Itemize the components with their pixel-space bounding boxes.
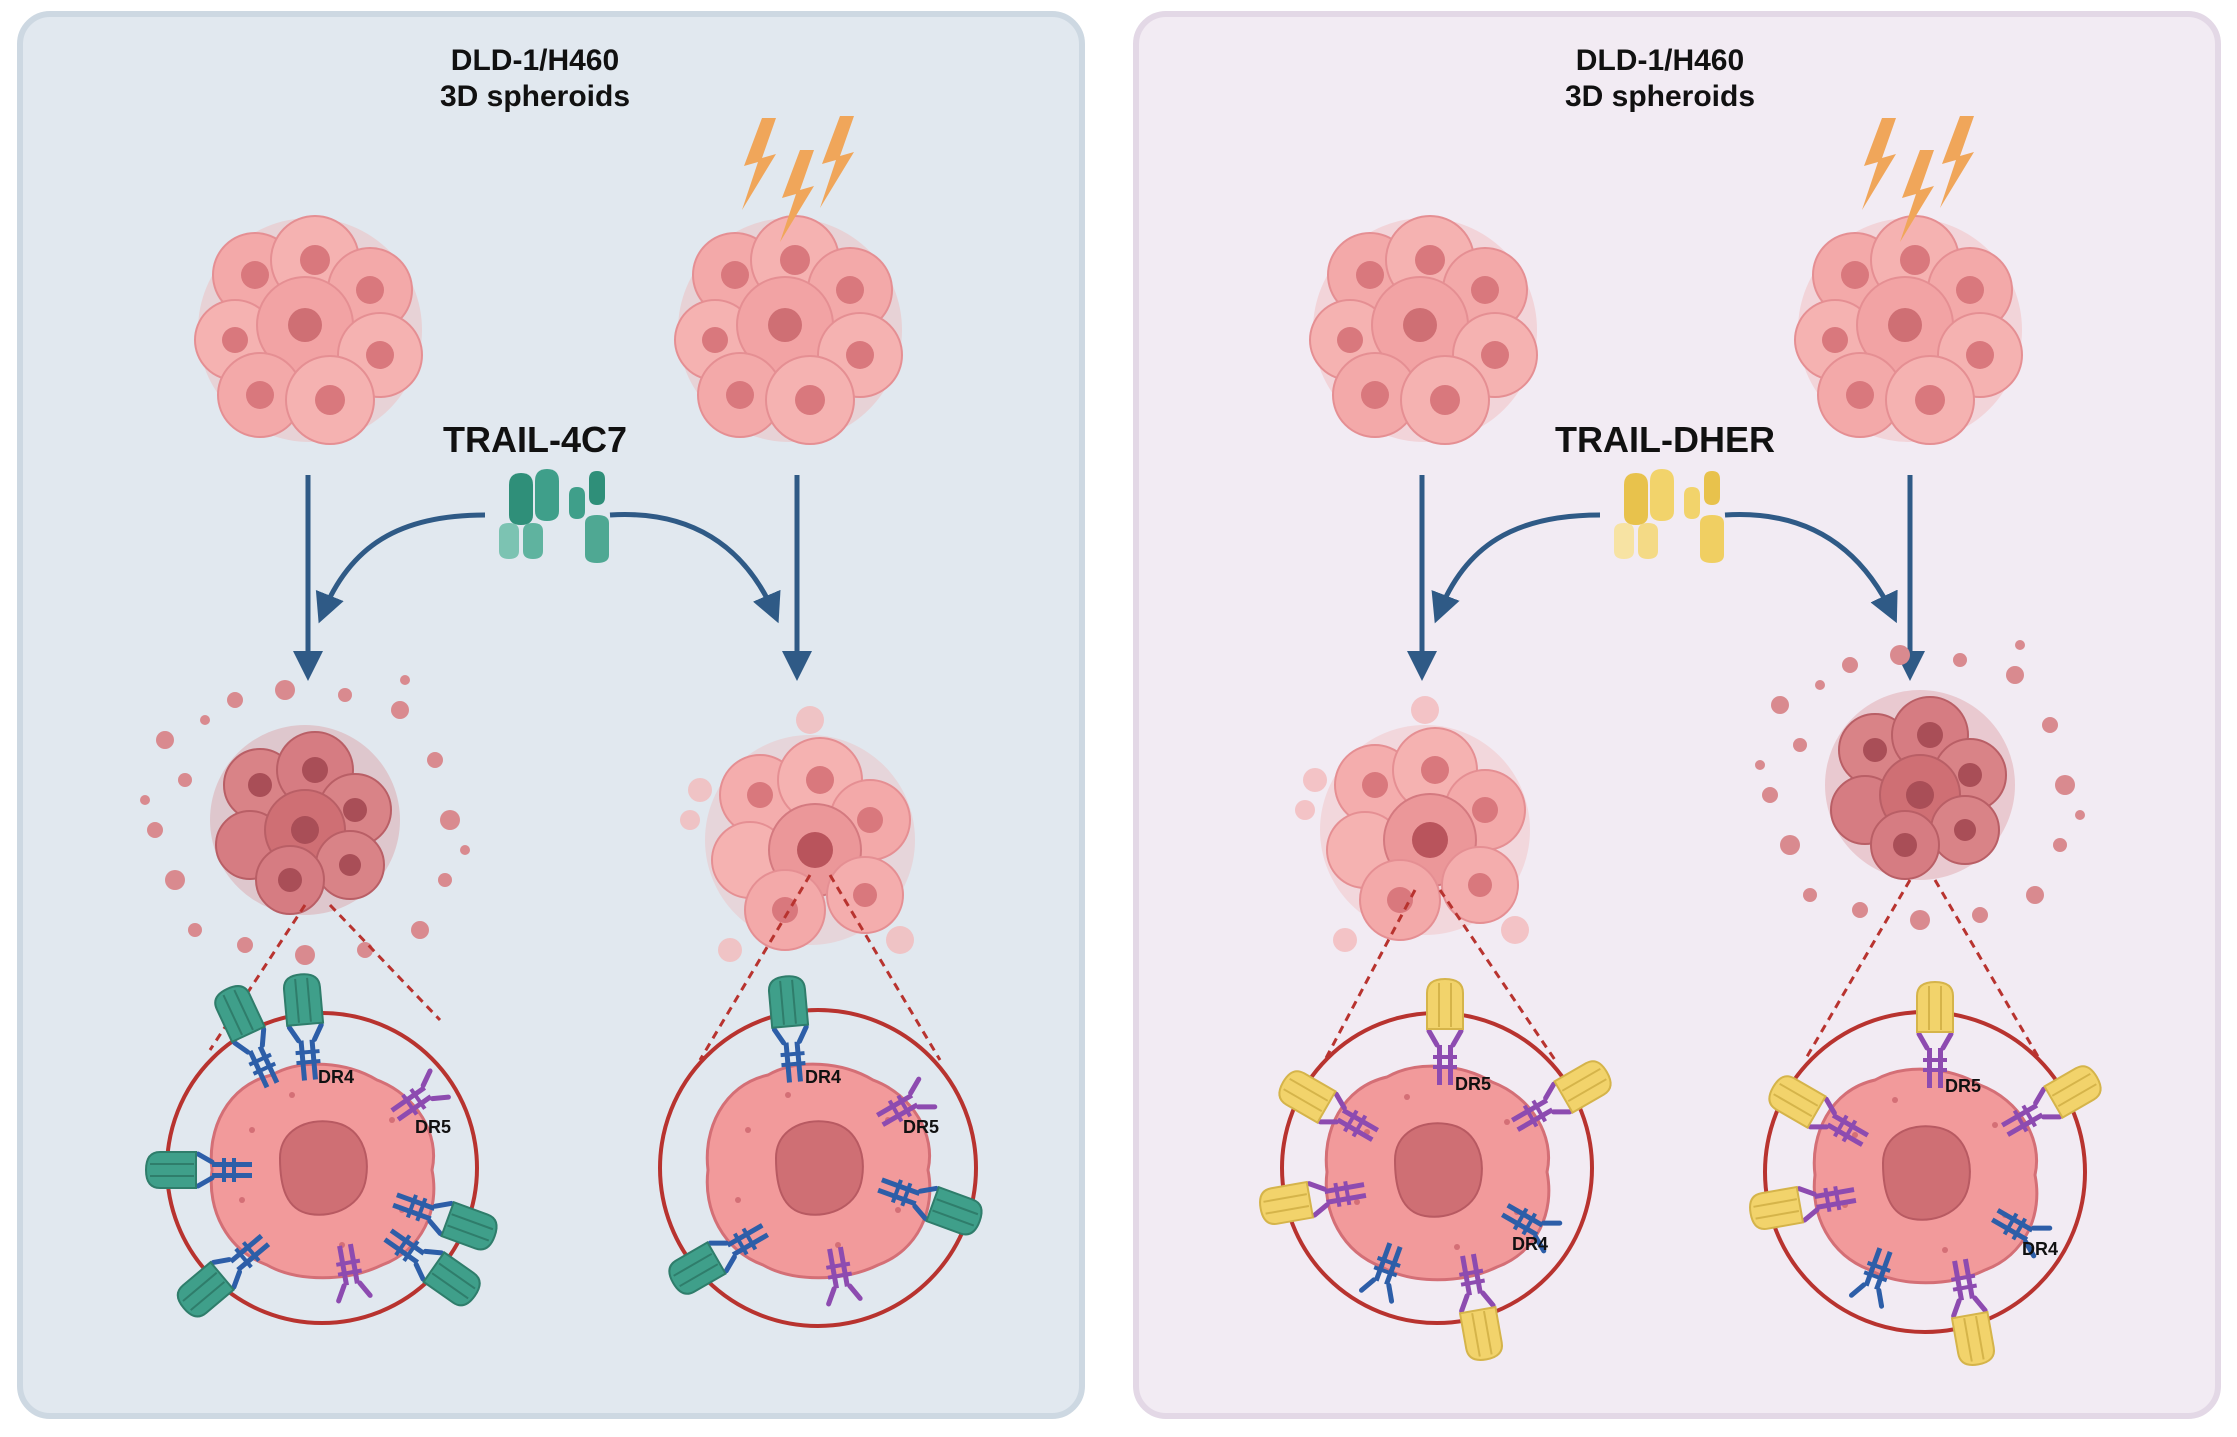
zoom-line — [1933, 879, 2042, 1061]
zoom-line — [1438, 889, 1557, 1061]
agent-label: TRAIL-DHER — [1555, 419, 1775, 460]
zoom-circle: DR5 DR4 — [1257, 979, 1615, 1363]
zoom-circle: DR4 DR5 — [658, 975, 986, 1328]
spheroid-icon — [1309, 215, 1538, 445]
dr4-label: DR4 — [1512, 1234, 1548, 1254]
zoom-line — [828, 874, 942, 1061]
zoom-circle: DR4 DR5 — [146, 973, 501, 1325]
dr5-label: DR5 — [1945, 1076, 1981, 1096]
zoom-line — [328, 903, 442, 1022]
spheroid-icon — [1794, 215, 2023, 445]
panel-header-line2: 3D spheroids — [1565, 80, 1755, 113]
dr4-label: DR4 — [318, 1067, 354, 1087]
zoom-line — [698, 874, 812, 1061]
arrow-curve-left — [1431, 512, 1601, 624]
panel-header-line1: DLD-1/H460 — [1576, 44, 1744, 77]
panel-trail-dher: DLD-1/H460 3D spheroids TRAIL-DHER — [1133, 11, 2221, 1419]
panel-header-line2: 3D spheroids — [440, 80, 630, 113]
spheroid-icon — [194, 215, 423, 445]
panel-header-line1: DLD-1/H460 — [451, 44, 619, 77]
spheroid-icon — [674, 215, 903, 445]
zoom-line — [1323, 889, 1417, 1061]
panel-trail-4c7: DLD-1/H460 3D spheroids TRAIL-4C7 — [17, 11, 1085, 1419]
dr5-label: DR5 — [415, 1117, 451, 1137]
arrow-curve-right — [609, 512, 781, 624]
arrow-curve-left — [315, 512, 486, 624]
arrow-curve-right — [1724, 512, 1898, 624]
dr4-label: DR4 — [805, 1067, 841, 1087]
dr5-label: DR5 — [1455, 1074, 1491, 1094]
zoom-circle: DR5 DR4 — [1747, 982, 2105, 1368]
zoom-line — [1803, 879, 1912, 1061]
agent-label: TRAIL-4C7 — [443, 419, 627, 460]
dr5-label: DR5 — [903, 1117, 939, 1137]
dr4-label: DR4 — [2022, 1239, 2058, 1259]
